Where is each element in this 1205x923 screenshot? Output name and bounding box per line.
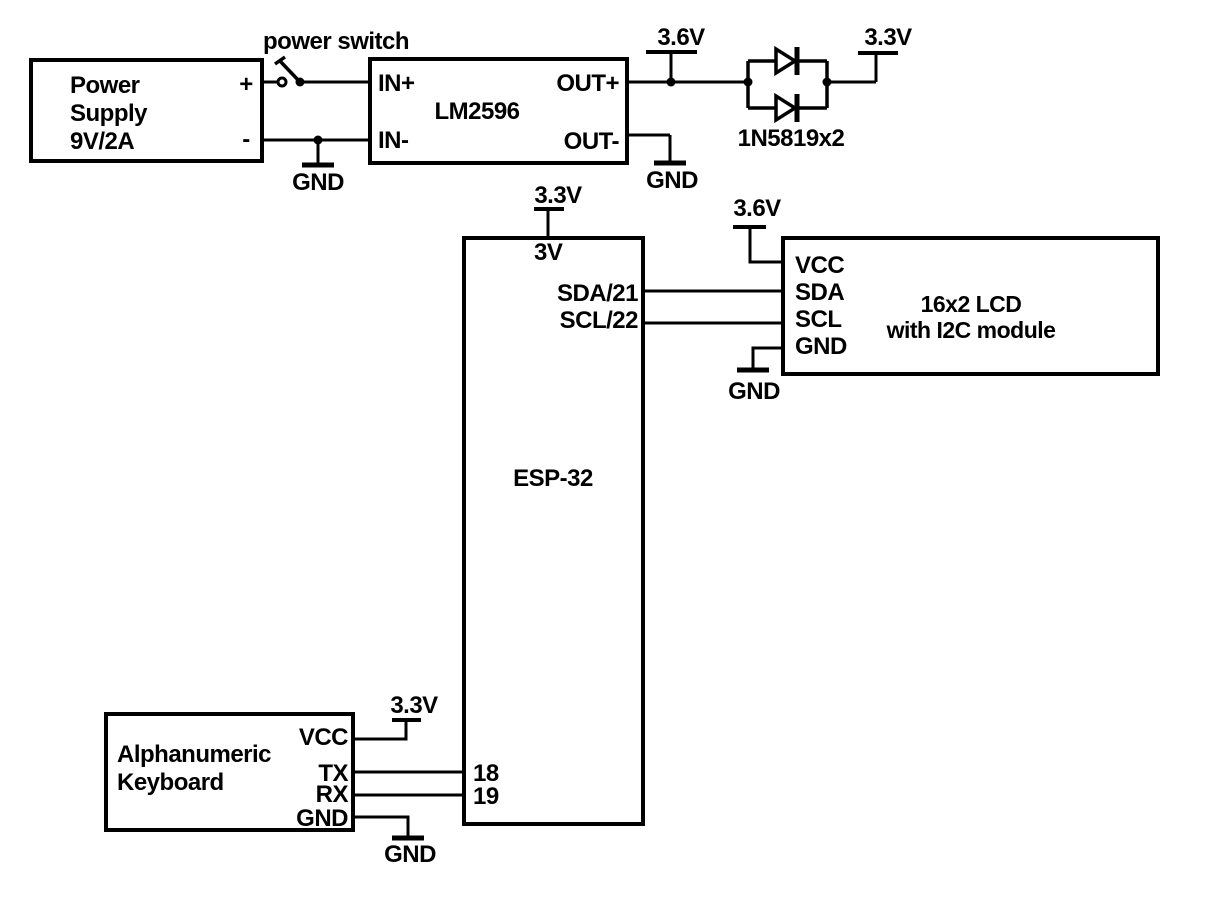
keyboard-pin-vcc: VCC [299,724,348,751]
lcd-box [781,236,1160,376]
keyboard-title-line1: Alphanumeric [117,741,271,768]
switch-lever-tip-icon [273,55,287,66]
esp32-name: ESP-32 [513,465,593,492]
wire-kb-gnd [353,815,410,836]
rail-voltage-label: 3.3V [390,692,438,719]
keyboard-pin-gnd: GND [296,805,348,832]
keyboard-title-line2: Keyboard [117,769,224,796]
power-switch-label: power switch [263,28,409,55]
diode-top-icon [774,45,799,77]
esp32-box [462,236,645,826]
lcd-ground: GND [728,346,783,405]
lcd-title-line2: with I2C module [886,317,1056,343]
gnd-label: GND [728,378,780,405]
wire-lcd-gnd [751,346,783,368]
junction-dot [743,77,753,87]
keyboard-component: Alphanumeric Keyboard VCC TX RX GND [104,712,355,832]
esp32-pin-18: 18 [473,760,499,787]
keyboard-ground: GND [353,815,437,868]
keyboard-pin-tx: TX [318,760,348,787]
switch-open-contact-icon [276,76,288,88]
rail-voltage-label: 3.3V [534,182,582,209]
lcd-pin-gnd: GND [795,333,847,360]
rail-33v-keyboard: 3.3V [353,692,439,741]
keyboard-box [104,712,355,832]
power-supply-pin-plus: + [239,71,253,98]
gnd-label: GND [646,167,698,194]
esp32-pin-19: 19 [473,783,499,810]
output-ground: GND [627,133,699,194]
power-supply-pin-minus: - [242,126,250,153]
power-supply-title-line1: Power [70,72,140,99]
power-supply-title-line2: Supply [70,100,148,127]
lcd-title-line1: 16x2 LCD [921,291,1022,317]
rail-36v-lcd: 3.6V [733,195,783,264]
diode-bottom-icon [774,92,799,124]
rail-33v-esp: 3.3V [534,182,583,238]
lm2596-component: IN+ IN- OUT+ OUT- LM2596 [368,57,629,165]
lcd-component: VCC SDA SCL GND 16x2 LCD with I2C module [781,236,1160,376]
i2c-wires [643,289,783,325]
lm2596-pin-out-minus: OUT- [564,128,620,155]
uart-wires [353,770,464,797]
rail-voltage-label: 3.6V [657,24,705,51]
lm2596-pin-in-plus: IN+ [378,70,415,97]
esp32-component: ESP-32 3V SDA/21 SCL/22 18 19 [462,236,645,826]
lcd-pin-sda: SDA [795,279,844,306]
rail-voltage-label: 3.3V [864,24,912,51]
esp32-pin-3v: 3V [534,239,563,266]
keyboard-pin-rx: RX [316,781,349,808]
gnd-label: GND [292,169,344,196]
gnd-label: GND [384,841,436,868]
lm2596-box [368,57,629,165]
wire-rail-to-lcd-vcc [748,228,783,264]
lm2596-pin-out-plus: OUT+ [556,70,619,97]
rail-33v-diode: 3.3V [827,24,913,84]
lm2596-name: LM2596 [434,98,519,125]
esp32-pin-scl: SCL/22 [560,307,639,334]
switch-lever-icon [278,59,302,84]
wire-kb-vcc-to-rail [353,721,408,741]
rail-voltage-label: 3.6V [733,195,781,222]
power-supply-component: Power Supply 9V/2A + - [29,58,264,163]
lcd-pin-scl: SCL [795,306,842,333]
rail-36v-out: 3.6V [627,24,748,87]
diode-pair-label: 1N5819x2 [738,125,845,152]
input-ground: GND [262,135,370,196]
power-supply-title-line3: 9V/2A [70,128,134,155]
power-supply-box [29,58,264,163]
lcd-pin-vcc: VCC [795,252,844,279]
lm2596-pin-in-minus: IN- [378,127,409,154]
power-switch-component: power switch [262,28,410,88]
esp32-pin-sda: SDA/21 [557,280,638,307]
diode-pair-component: 1N5819x2 [738,45,845,152]
